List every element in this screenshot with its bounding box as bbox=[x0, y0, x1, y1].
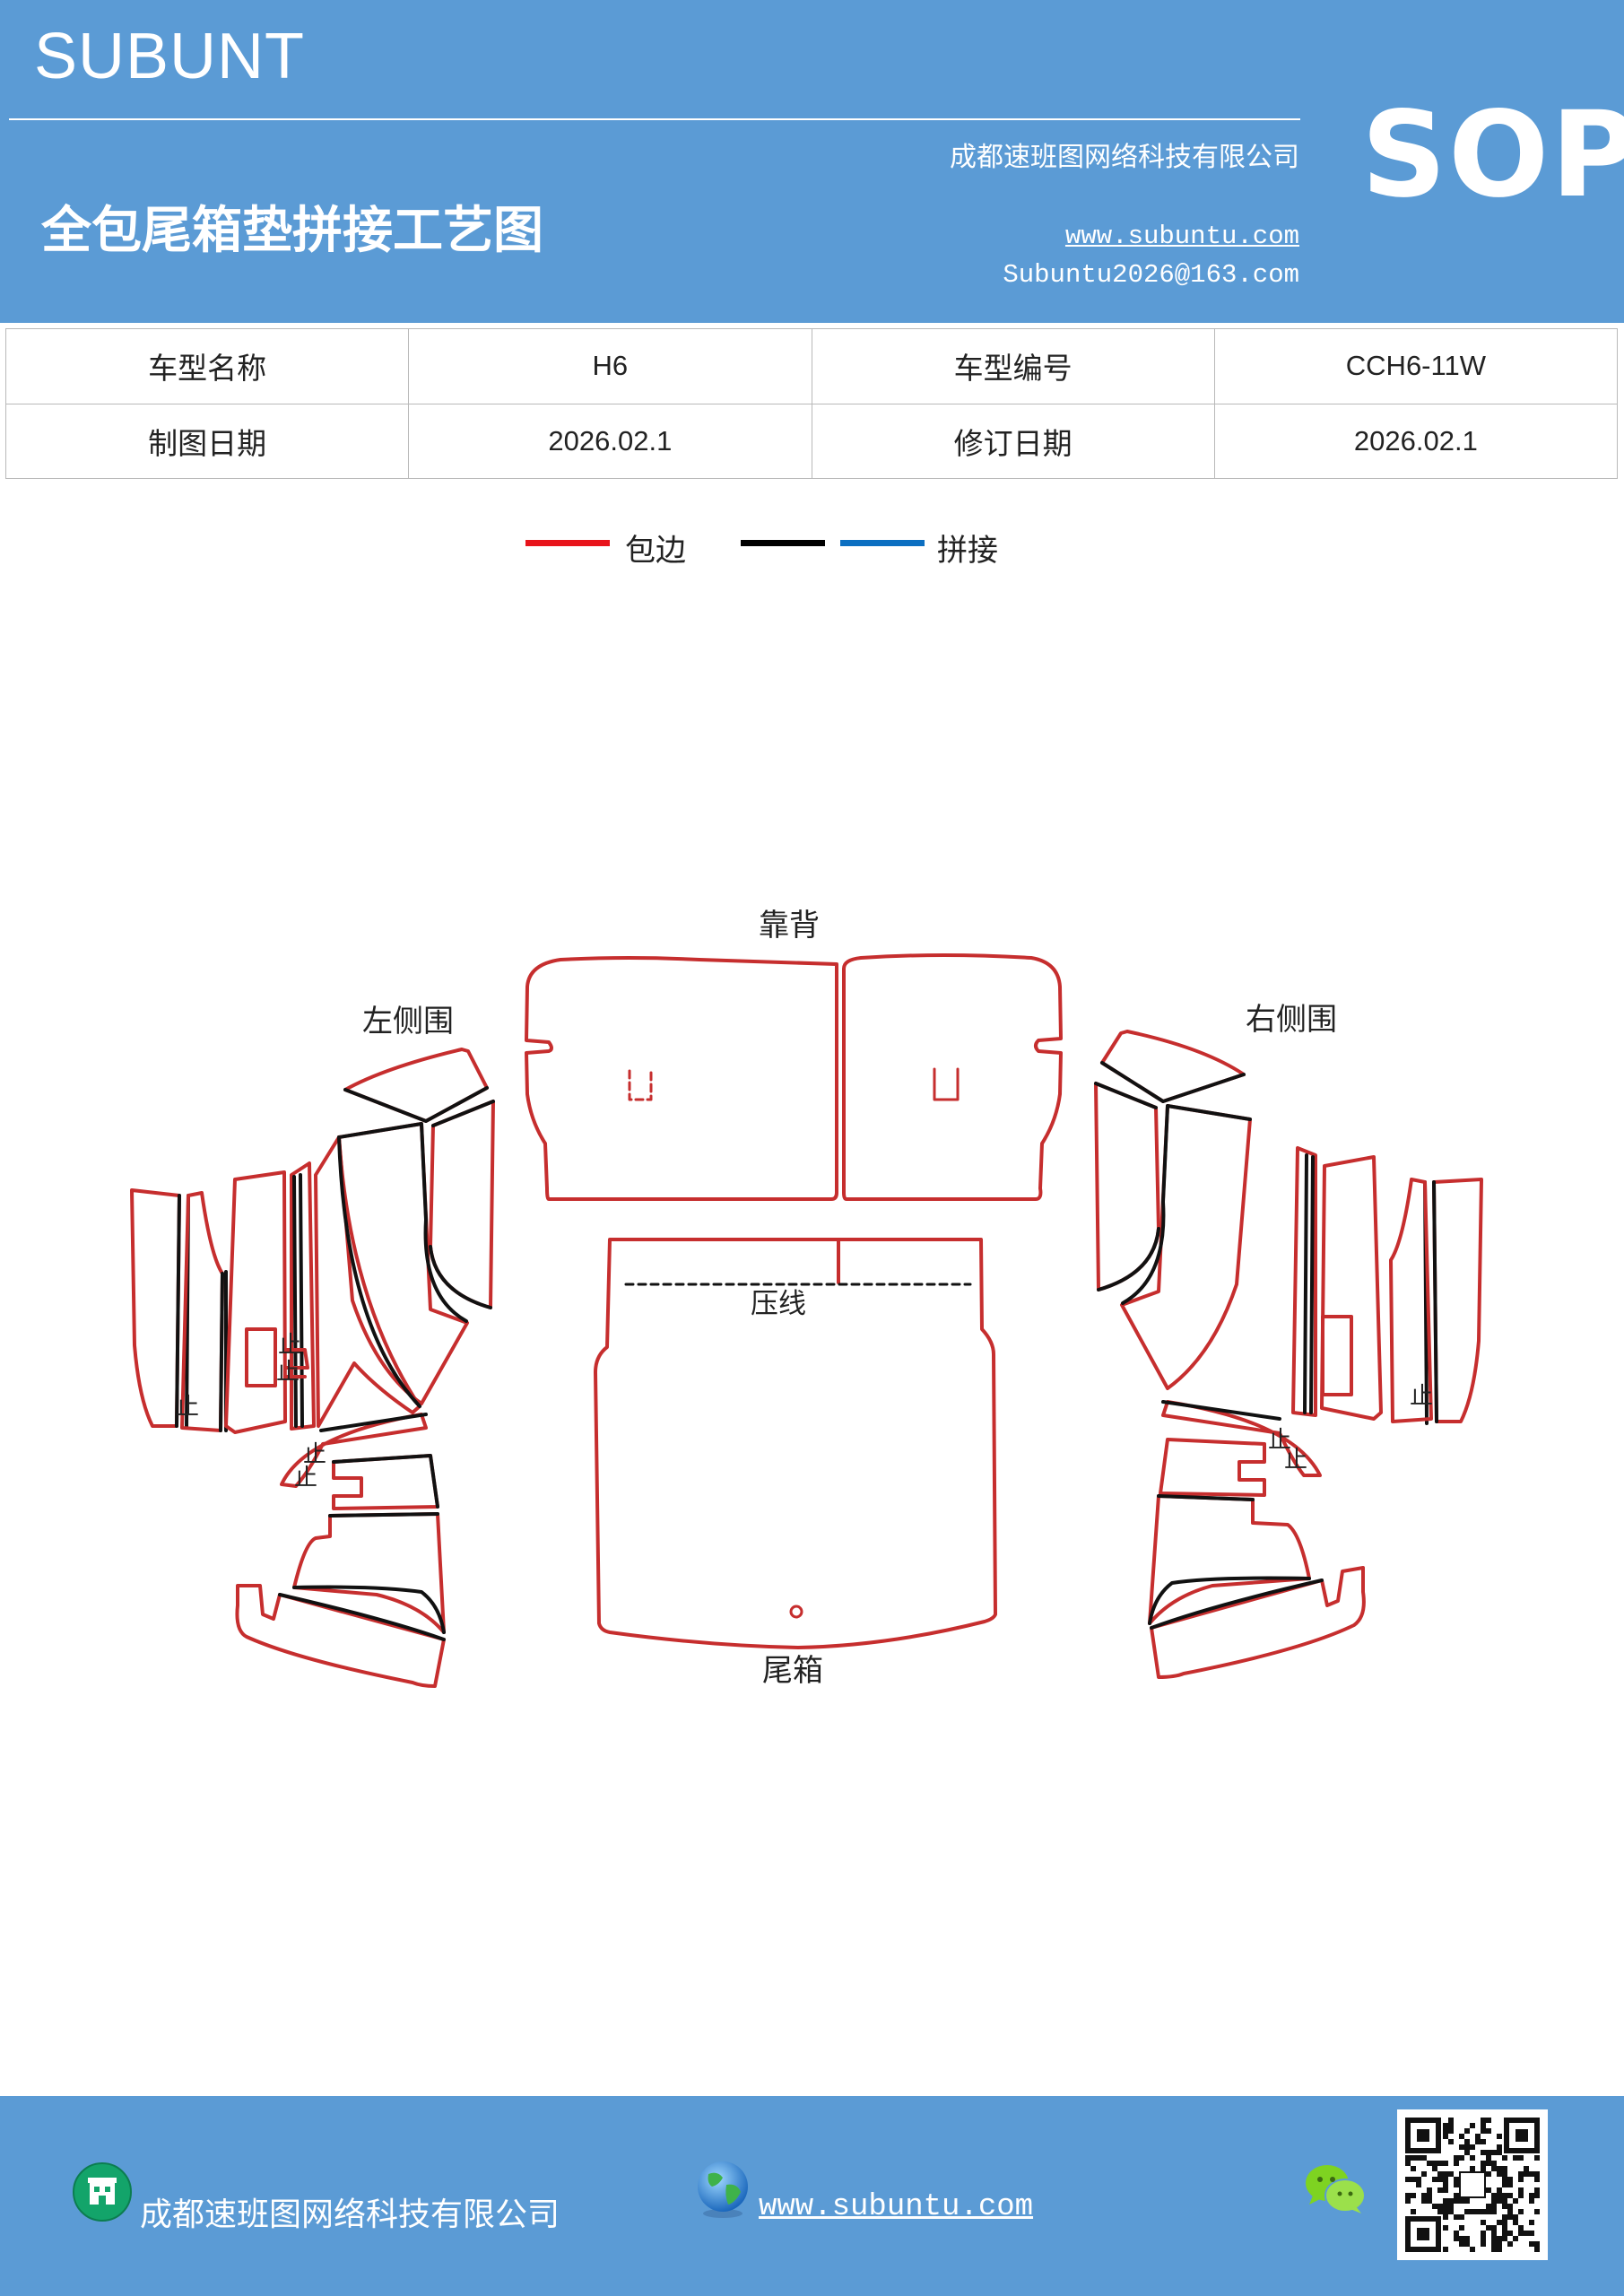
right-wall-stop-tab bbox=[1321, 1315, 1353, 1396]
label-backrest: 靠背 bbox=[759, 908, 820, 944]
left-wall-corner-tab bbox=[283, 1348, 309, 1378]
legend-joint-label: 拼接 bbox=[937, 533, 998, 569]
backrest-left-handle bbox=[628, 1069, 653, 1101]
right-wall-outer-strip bbox=[1432, 1178, 1483, 1423]
left-wall-top-joint bbox=[343, 1086, 489, 1123]
left-wall-lower-joint-3 bbox=[292, 1512, 446, 1634]
drawing-date-label: 制图日期 bbox=[4, 403, 410, 479]
left-wall-outer-strip bbox=[130, 1188, 181, 1428]
right-wall-upper-joint bbox=[1121, 1104, 1252, 1305]
header-divider bbox=[9, 118, 1300, 120]
left-wall-bottom-piece bbox=[235, 1584, 446, 1688]
right-wall-bottom-piece bbox=[1150, 1566, 1366, 1679]
legend-joint-swatch bbox=[840, 540, 925, 546]
stop-mark: 止 bbox=[303, 1441, 326, 1468]
trunk-mat-diagram: 靠背 左侧围 右侧围 压线 尾箱 止 止 止 止 止 止 止 止 bbox=[130, 908, 1483, 1689]
left-wall-strip-4 bbox=[290, 1161, 316, 1431]
label-left-wall: 左侧围 bbox=[362, 1004, 454, 1039]
stop-mark: 止 bbox=[1410, 1383, 1433, 1410]
left-wall-stop-tab bbox=[245, 1327, 277, 1387]
stop-mark: 止 bbox=[294, 1465, 317, 1492]
header-email: Subuntu2026@163.com bbox=[1003, 260, 1299, 290]
footer-company: 成都速班图网络科技有限公司 bbox=[140, 2196, 560, 2233]
backrest-right-handle bbox=[933, 1067, 960, 1101]
right-wall-top-joint bbox=[1100, 1061, 1246, 1103]
brand-name: SUBUNT bbox=[34, 21, 306, 92]
vehicle-info-table: 车型名称 H6 车型编号 CCH6-11W 制图日期 2026.02.1 修订日… bbox=[4, 328, 1619, 479]
left-wall-lower-piece-3 bbox=[292, 1512, 446, 1634]
stop-mark: 止 bbox=[276, 1359, 300, 1386]
right-wall-top-piece bbox=[1100, 1030, 1246, 1103]
right-wall-strip-2 bbox=[1389, 1178, 1433, 1423]
label-right-wall: 右侧围 bbox=[1246, 1002, 1337, 1038]
revision-date-value: 2026.02.1 bbox=[1213, 403, 1619, 479]
model-name-value: H6 bbox=[408, 328, 812, 404]
qr-code-icon bbox=[1397, 2109, 1548, 2260]
stop-mark: 止 bbox=[278, 1332, 301, 1359]
legend-black-swatch bbox=[741, 540, 825, 546]
stop-mark: 止 bbox=[1284, 1447, 1307, 1474]
header-website-link[interactable]: www.subuntu.com bbox=[1064, 222, 1299, 251]
left-wall-mid-joint bbox=[337, 1135, 421, 1408]
trunk-floor-panel bbox=[594, 1238, 997, 1649]
left-wall-lower-joint-1 bbox=[319, 1413, 428, 1432]
right-wall-lower-piece-3 bbox=[1148, 1494, 1311, 1625]
footer-website-link[interactable]: www.subuntu.com bbox=[759, 2190, 1034, 2224]
globe-icon bbox=[698, 2161, 748, 2218]
model-code-value: CCH6-11W bbox=[1213, 328, 1619, 404]
left-wall-lower-piece-2 bbox=[332, 1454, 439, 1510]
table-row: 制图日期 2026.02.1 修订日期 2026.02.1 bbox=[4, 403, 1619, 479]
right-wall-bottom-joint bbox=[1150, 1578, 1324, 1630]
left-wall-lower-joint-2 bbox=[332, 1454, 439, 1509]
header-company: 成都速班图网络科技有限公司 bbox=[950, 142, 1299, 173]
document-title: 全包尾箱垫拼接工艺图 bbox=[41, 202, 543, 260]
wechat-icon bbox=[1306, 2165, 1366, 2213]
left-wall-strip-4-joint bbox=[292, 1173, 304, 1428]
header-banner bbox=[0, 0, 1624, 323]
sop-badge: SOP bbox=[1361, 86, 1624, 224]
left-wall-upper-piece bbox=[337, 1122, 469, 1405]
right-wall-lower-joint-1 bbox=[1161, 1400, 1281, 1421]
label-trunk: 尾箱 bbox=[762, 1653, 823, 1689]
backrest-left-panel bbox=[525, 956, 838, 1201]
stop-mark: 止 bbox=[1268, 1427, 1291, 1454]
right-wall-lower-piece-2 bbox=[1159, 1438, 1266, 1497]
left-wall-mid-strip bbox=[314, 1135, 421, 1428]
label-crease: 压线 bbox=[751, 1288, 806, 1320]
right-wall-upper-piece bbox=[1120, 1104, 1252, 1390]
left-wall-inner-joint bbox=[429, 1100, 495, 1309]
left-wall-strip-3 bbox=[224, 1170, 287, 1434]
legend-binding-swatch bbox=[525, 540, 610, 546]
left-wall-bottom-joint bbox=[278, 1593, 446, 1641]
drawing-date-value: 2026.02.1 bbox=[408, 403, 812, 479]
legend-binding-label: 包边 bbox=[625, 533, 686, 569]
table-row: 车型名称 H6 车型编号 CCH6-11W bbox=[4, 328, 1619, 404]
right-wall-lower-joint-3 bbox=[1148, 1494, 1311, 1625]
backrest-right-panel bbox=[842, 953, 1063, 1201]
model-name-label: 车型名称 bbox=[4, 328, 410, 404]
building-icon bbox=[73, 2162, 132, 2222]
right-wall-strip-4 bbox=[1291, 1146, 1317, 1417]
trunk-floor-hole bbox=[789, 1605, 803, 1619]
revision-date-label: 修订日期 bbox=[811, 403, 1215, 479]
right-wall-strip-3 bbox=[1320, 1155, 1383, 1421]
left-wall-upper-joint bbox=[337, 1122, 468, 1323]
right-wall-inner-joint bbox=[1094, 1082, 1160, 1292]
model-code-label: 车型编号 bbox=[811, 328, 1215, 404]
left-wall-top-piece bbox=[343, 1048, 489, 1123]
stop-mark: 止 bbox=[176, 1394, 199, 1421]
right-wall-strip-4-joint bbox=[1303, 1153, 1315, 1414]
